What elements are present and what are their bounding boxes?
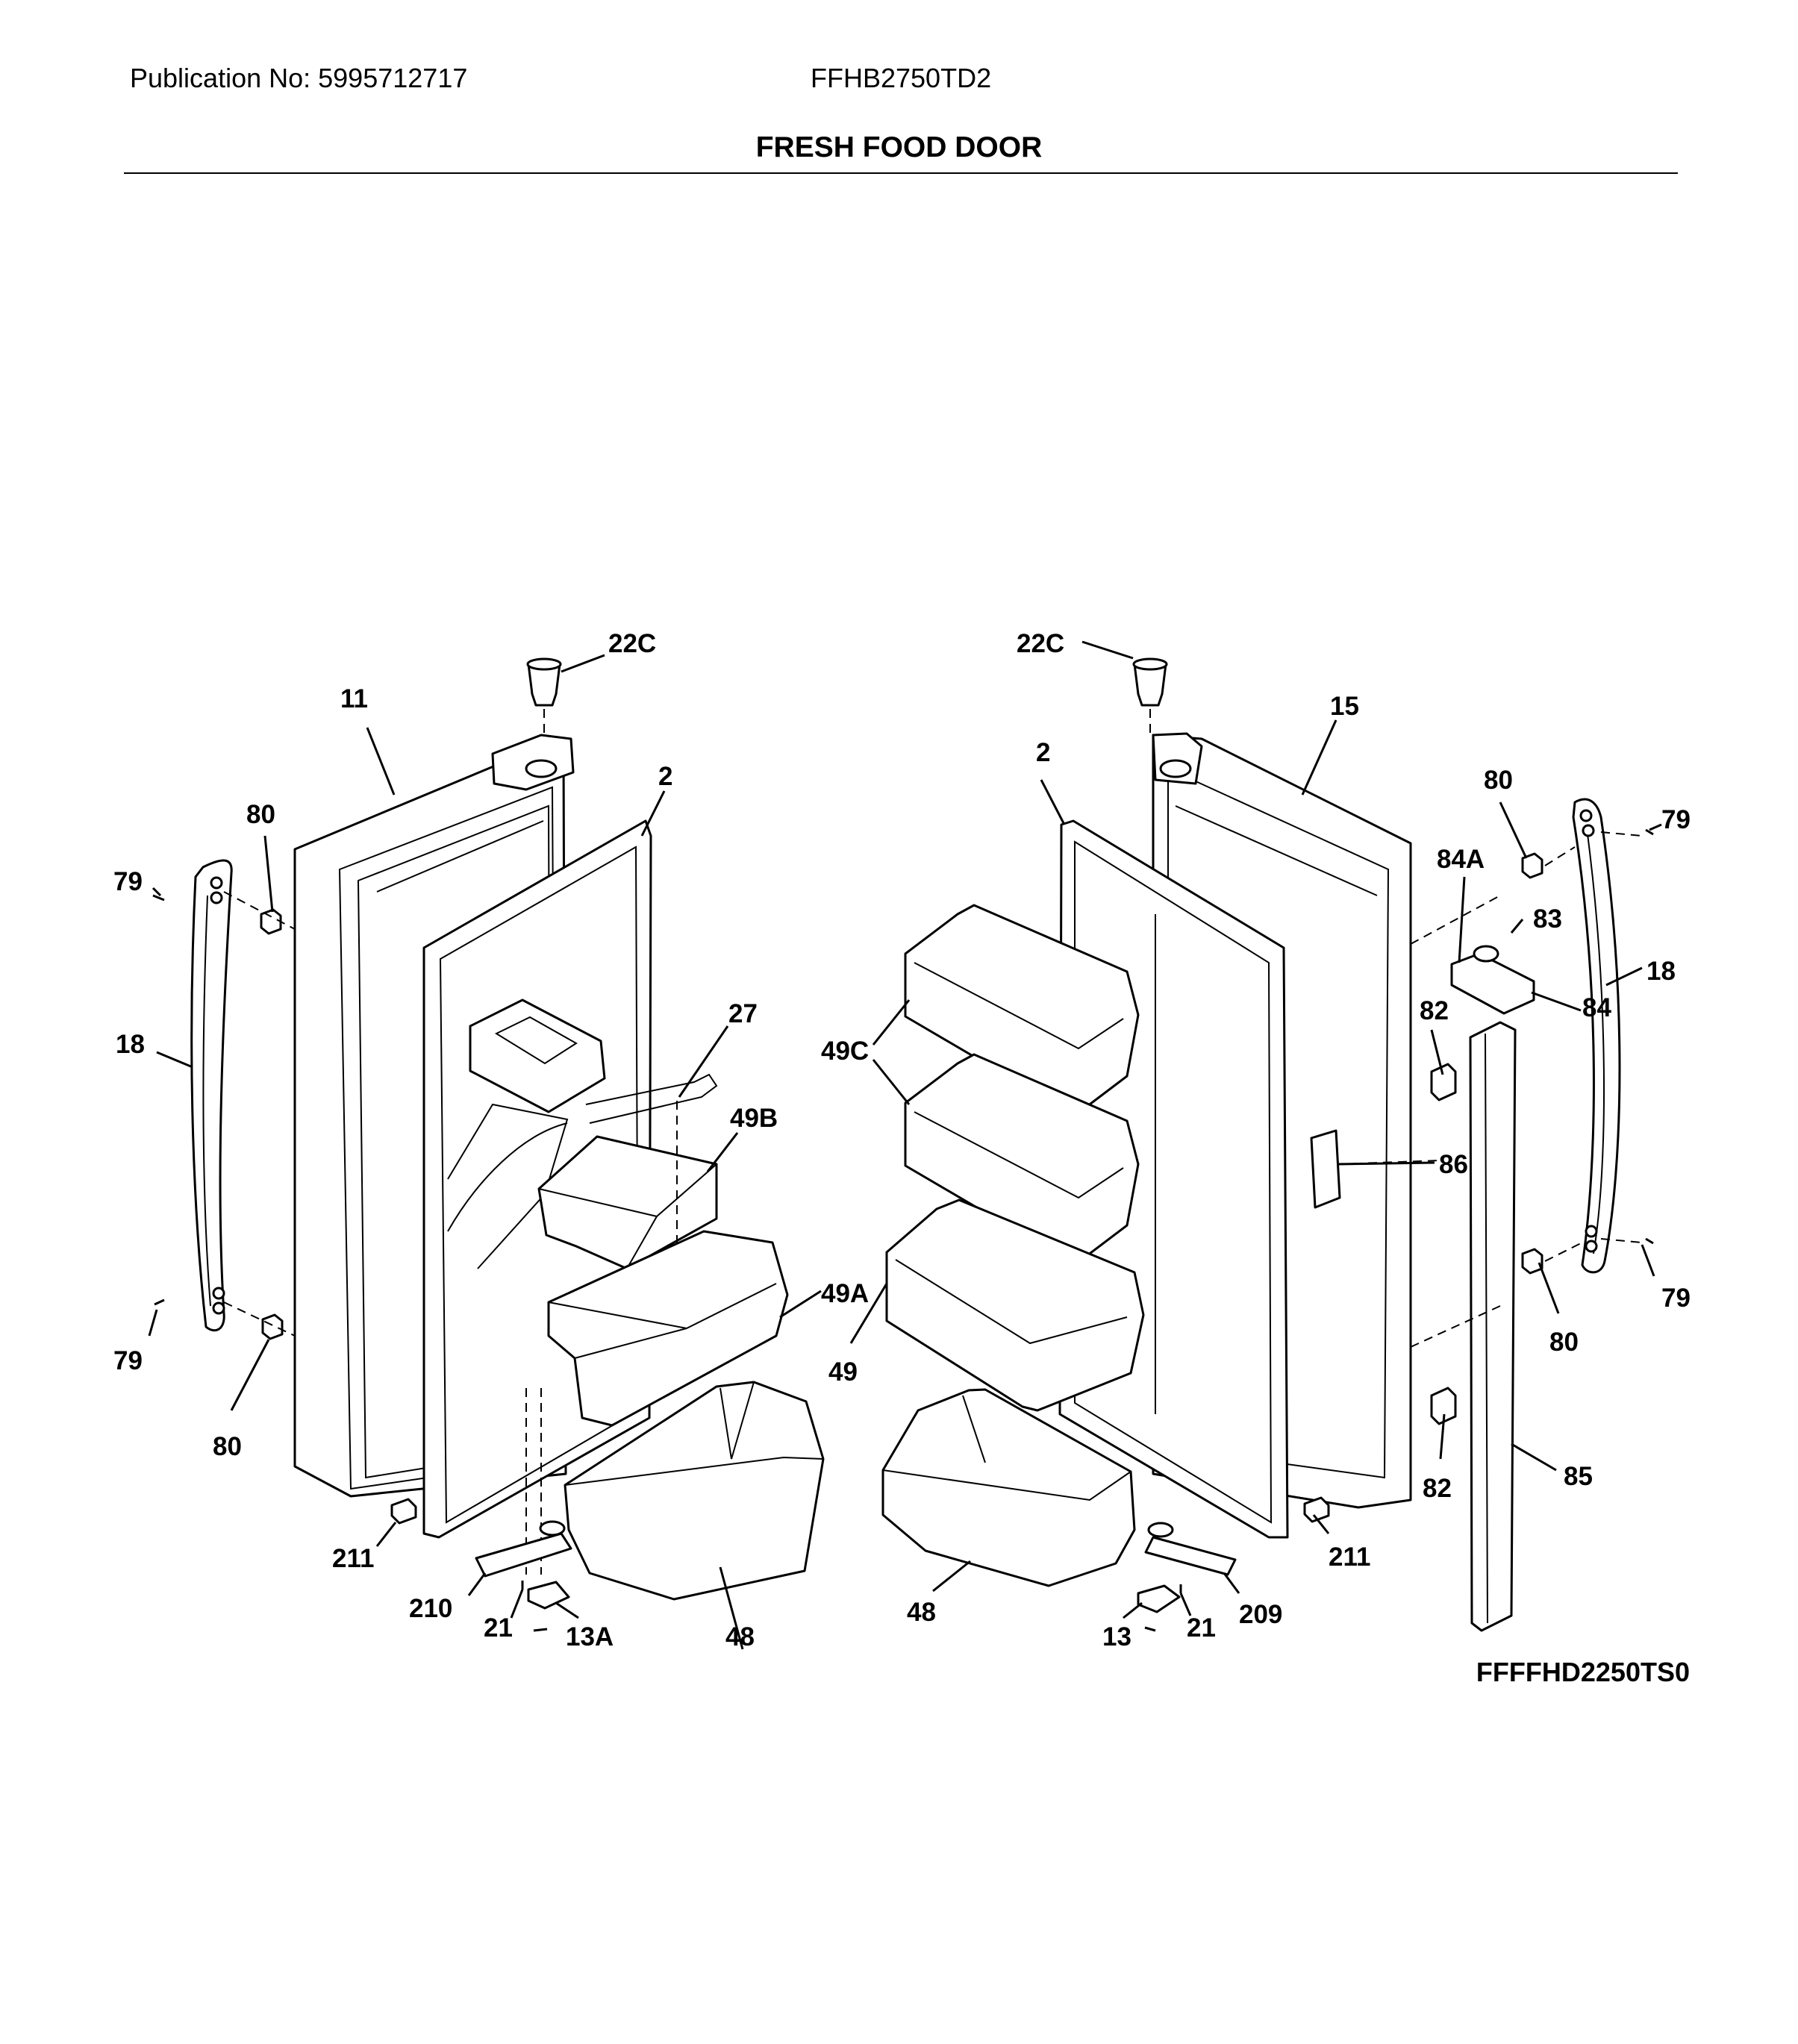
callout-13a: 13A [566,1622,614,1651]
callout-49a: 49A [821,1279,869,1308]
callout-86: 86 [1439,1150,1468,1179]
callout-15: 15 [1330,692,1359,721]
right-door-assembly [881,657,1654,1632]
callout-18-right: 18 [1646,957,1676,986]
callout-210: 210 [409,1594,452,1623]
left-bin-49a [547,1230,789,1427]
callout-79-left-bottom: 79 [113,1346,143,1375]
callout-22c-left: 22C [608,629,656,658]
callout-82-top: 82 [1420,996,1449,1025]
callout-21-right: 21 [1187,1613,1216,1643]
callout-49b: 49B [730,1104,778,1133]
callout-79-right-top: 79 [1661,805,1691,834]
callout-211-left: 211 [332,1544,374,1573]
callout-80-left-bottom: 80 [213,1432,242,1461]
callout-27: 27 [728,999,758,1028]
publication-number: Publication No: 5995712717 [130,63,468,93]
callout-211-right: 211 [1329,1543,1370,1572]
callout-80-right-top: 80 [1484,766,1513,795]
callout-22c-right: 22C [1017,629,1064,658]
drawing-code: FFFFHD2250TS0 [1476,1657,1690,1687]
callout-2-left: 2 [658,762,672,791]
callout-80-left-top: 80 [246,800,275,829]
callout-49c: 49C [821,1037,869,1066]
left-handle [190,859,233,1331]
callout-49: 49 [828,1357,858,1387]
door-trim [1469,1021,1517,1632]
callout-48-left: 48 [725,1622,755,1651]
callout-82-bottom: 82 [1423,1474,1452,1503]
callout-79-right-bottom: 79 [1661,1284,1691,1313]
title-divider [124,172,1678,174]
right-bin-49c-lower [904,1053,1140,1266]
top-bracket [1450,952,1535,1015]
callout-2-right: 2 [1036,738,1050,767]
right-bin-49c-upper [904,904,1140,1117]
left-hinge [475,1532,572,1578]
callout-21-left: 21 [484,1613,513,1643]
callout-85: 85 [1564,1462,1593,1491]
page-title: FRESH FOOD DOOR [755,131,1043,163]
callout-84a: 84A [1437,845,1485,874]
left-door-assembly [152,657,825,1632]
left-bin-48 [564,1381,825,1601]
callout-84: 84 [1582,993,1611,1022]
left-bin-49b [537,1135,718,1270]
callout-11: 11 [340,684,368,713]
callout-79-left-top: 79 [113,867,143,896]
right-bin-49 [885,1198,1145,1412]
callout-labels: 22C 11 2 80 79 18 27 49B 49A 79 80 211 2… [113,629,1691,1651]
callout-209: 209 [1239,1600,1282,1629]
right-hinge [1144,1536,1237,1576]
callout-18-left: 18 [116,1030,145,1059]
model-number: FFHB2750TD2 [811,63,992,93]
callout-48-right: 48 [907,1598,936,1627]
callout-80-right-bottom: 80 [1549,1328,1579,1357]
leader-lines [148,640,1662,1650]
callout-83: 83 [1533,904,1562,934]
callout-13: 13 [1102,1622,1131,1651]
right-handle [1572,798,1621,1274]
